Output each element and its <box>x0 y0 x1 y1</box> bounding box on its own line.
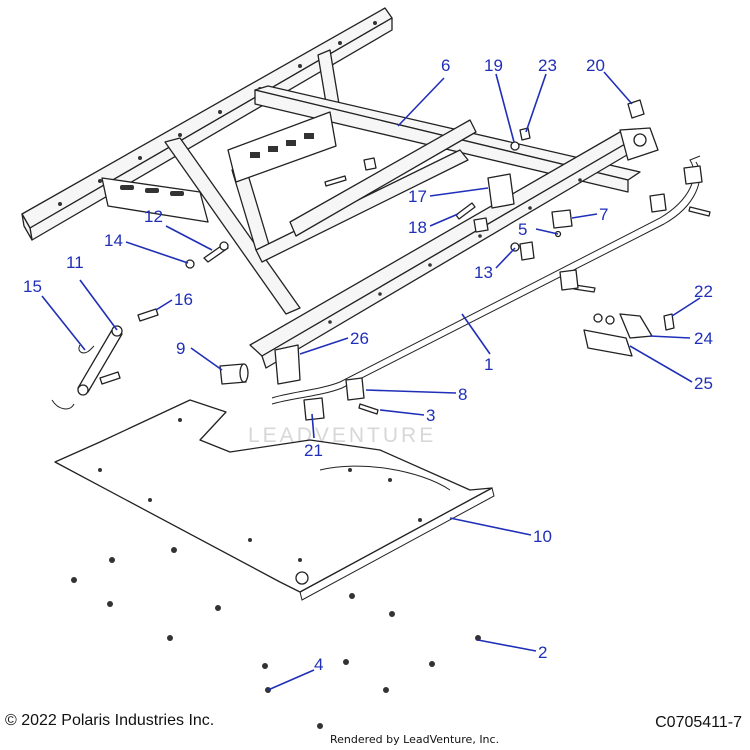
callout-4: 4 <box>314 655 323 674</box>
callout-13: 13 <box>474 263 493 282</box>
callout-26: 26 <box>350 329 369 348</box>
diagram-code: C0705411-7 <box>655 714 742 731</box>
hardware-parts <box>51 99 711 421</box>
callout-16: 16 <box>174 290 193 309</box>
callout-6: 6 <box>441 56 450 75</box>
callout-20: 20 <box>586 56 605 75</box>
callout-5: 5 <box>518 220 527 239</box>
callout-15: 15 <box>23 277 42 296</box>
callout-19: 19 <box>484 56 503 75</box>
fastener-pins <box>71 547 481 729</box>
callout-22: 22 <box>694 282 713 301</box>
callout-24: 24 <box>694 329 713 348</box>
leader-lines <box>41 71 701 691</box>
callout-3: 3 <box>426 406 435 425</box>
callout-18: 18 <box>408 218 427 237</box>
rendered-by-text: Rendered by LeadVenture, Inc. <box>330 733 500 746</box>
skid-plate <box>54 399 495 601</box>
callout-8: 8 <box>458 385 467 404</box>
callout-20-23: 23 <box>538 56 557 75</box>
callout-14: 14 <box>104 231 123 250</box>
frame-assembly <box>21 7 659 369</box>
callout-7: 7 <box>599 205 608 224</box>
callout-2: 2 <box>538 643 547 662</box>
callout-9: 9 <box>176 339 185 358</box>
callout-10: 10 <box>533 527 552 546</box>
watermark: LEADVENTURE <box>248 424 436 447</box>
callout-21: 21 <box>304 441 323 460</box>
callout-25: 25 <box>694 374 713 393</box>
callout-1: 1 <box>484 355 493 374</box>
callout-labels: 1 2 3 4 5 6 7 8 9 10 11 12 13 14 15 16 1… <box>23 56 713 674</box>
callout-12: 12 <box>144 207 163 226</box>
callout-17: 17 <box>408 187 427 206</box>
copyright-text: © 2022 Polaris Industries Inc. <box>5 712 215 729</box>
callout-11: 11 <box>66 253 84 272</box>
